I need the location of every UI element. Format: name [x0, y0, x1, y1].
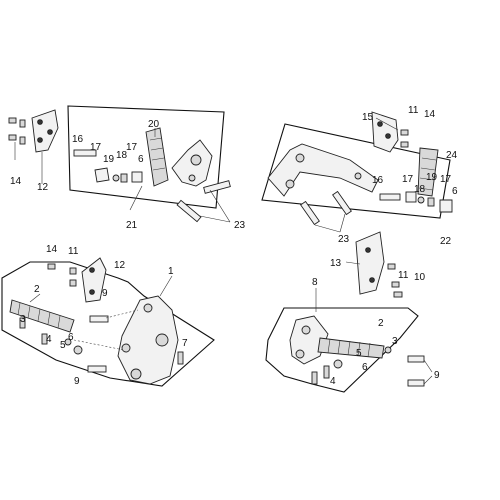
- label-17: 17: [90, 142, 102, 153]
- footpeg-rubber: [317, 337, 385, 359]
- label-19: 19: [426, 172, 438, 183]
- footpeg-rubber: [9, 299, 75, 333]
- footpeg-bracket: [267, 143, 379, 197]
- label-14: 14: [424, 109, 436, 120]
- label-17: 17: [440, 174, 452, 185]
- spring-plate: [94, 167, 110, 183]
- heel-guard-plate: [31, 109, 59, 153]
- panel-bottom-right: 8 2 3 5 6 4 9: [265, 277, 440, 393]
- bolt: [407, 379, 425, 387]
- label-6: 6: [362, 362, 368, 373]
- label-21: 21: [126, 220, 138, 231]
- label-4: 4: [46, 334, 52, 345]
- label-5: 5: [356, 348, 362, 359]
- label-11: 11: [408, 105, 419, 116]
- label-24: 24: [446, 150, 458, 161]
- label-9: 9: [434, 370, 440, 381]
- label-10: 10: [414, 272, 426, 283]
- label-22: 22: [440, 236, 452, 247]
- label-3: 3: [392, 336, 398, 347]
- label-2: 2: [378, 318, 384, 329]
- label-7: 7: [182, 338, 188, 349]
- footpeg-rubber: [417, 147, 439, 197]
- panel-top-left: 20 16 17 19 18 17 6 21 23: [67, 105, 246, 231]
- heel-guard-plate: [371, 111, 399, 153]
- label-16: 16: [372, 175, 384, 186]
- label-2: 2: [34, 284, 40, 295]
- label-23: 23: [338, 234, 350, 245]
- label-12: 12: [37, 182, 49, 193]
- label-6: 6: [68, 332, 74, 343]
- panel-outline: [1, 261, 215, 387]
- right-heel-plate-group: 13 11 10: [330, 231, 426, 298]
- label-9: 9: [102, 288, 108, 299]
- heel-guard-plate: [355, 231, 385, 295]
- panel-outline: [265, 307, 419, 393]
- label-6: 6: [138, 154, 144, 165]
- label-14: 14: [46, 244, 58, 255]
- label-8: 8: [312, 277, 318, 288]
- left-heel-plate-group: 14 12: [8, 109, 59, 193]
- label-9: 9: [74, 376, 80, 387]
- heel-guard-plate: [81, 257, 107, 303]
- label-16: 16: [72, 134, 84, 145]
- label-13: 13: [330, 258, 342, 269]
- label-23: 23: [234, 220, 246, 231]
- panel-outline: [67, 105, 225, 209]
- bolt-group: [8, 117, 26, 145]
- footpeg-bracket: [117, 295, 179, 385]
- panel-outline: [261, 123, 451, 219]
- panel-top-right: 15 11 14 24 16 17 18 19 17 6 23 22: [261, 105, 458, 247]
- label-18: 18: [414, 184, 426, 195]
- label-11: 11: [398, 270, 409, 281]
- label-18: 18: [116, 150, 128, 161]
- label-11: 11: [68, 246, 79, 257]
- label-17: 17: [126, 142, 138, 153]
- bolt: [87, 365, 107, 373]
- label-19: 19: [103, 154, 115, 165]
- bolt: [89, 315, 109, 323]
- footpeg-rubber: [145, 127, 169, 187]
- label-14: 14: [10, 176, 22, 187]
- label-17: 17: [402, 174, 414, 185]
- label-5: 5: [60, 340, 66, 351]
- bolt: [407, 355, 425, 363]
- panel-bottom-left: 14 11 12 1 2 9 3 4 6 5 7 9: [1, 244, 215, 387]
- label-3: 3: [20, 314, 26, 325]
- label-4: 4: [330, 376, 336, 387]
- pivot-pin: [73, 149, 97, 157]
- label-12: 12: [114, 260, 126, 271]
- label-1: 1: [168, 266, 174, 277]
- label-15: 15: [362, 112, 374, 123]
- label-6: 6: [452, 186, 458, 197]
- label-20: 20: [148, 119, 160, 130]
